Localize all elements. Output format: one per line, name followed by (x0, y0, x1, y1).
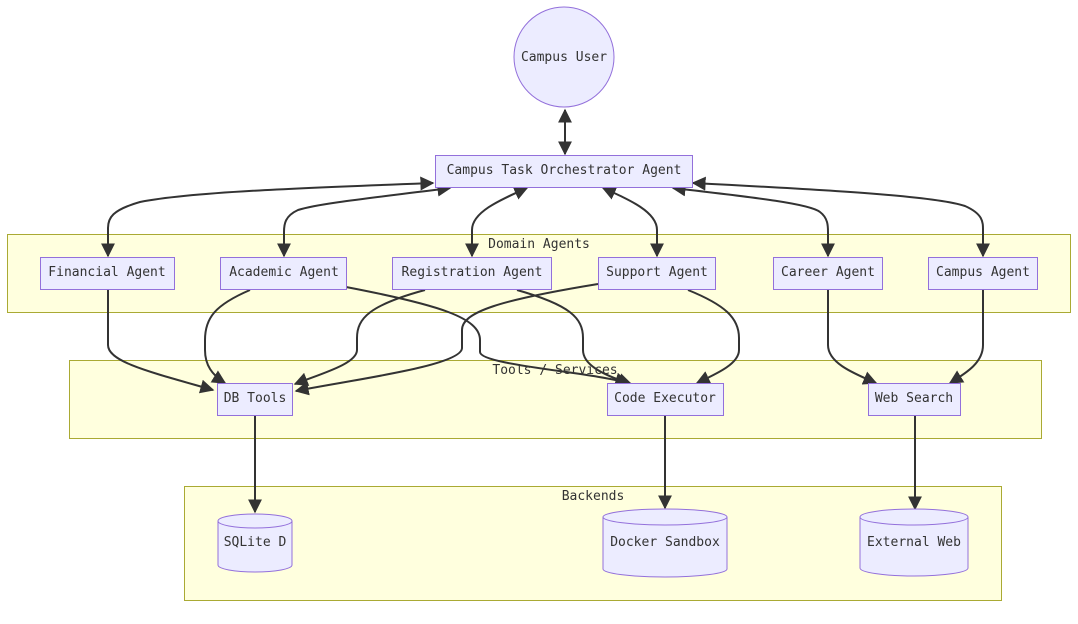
cluster-label-backends: Backends (562, 489, 625, 504)
node-label: DB Tools (224, 391, 287, 406)
node-label: Academic Agent (229, 265, 339, 280)
node-academic-agent[interactable]: Academic Agent (220, 257, 347, 290)
node-sqlite-db[interactable]: SQLite D (217, 513, 293, 573)
node-label: External Web (867, 535, 961, 550)
node-code-executor[interactable]: Code Executor (607, 383, 724, 416)
node-label: Docker Sandbox (610, 535, 720, 550)
edge-orchestrator-registration (465, 186, 529, 258)
edge-orchestrator-academic (277, 182, 452, 258)
edge-support-codeexecutor (687, 289, 740, 384)
edge-career-websearch (827, 290, 878, 385)
node-db-tools[interactable]: DB Tools (217, 383, 293, 416)
node-label: Career Agent (781, 265, 875, 280)
node-label: Support Agent (606, 265, 708, 280)
edge-academic-dbtools (204, 289, 251, 384)
node-label: Financial Agent (48, 265, 165, 280)
node-orchestrator[interactable]: Campus Task Orchestrator Agent (435, 155, 693, 188)
node-financial-agent[interactable]: Financial Agent (40, 257, 175, 290)
node-external-web[interactable]: External Web (859, 508, 969, 577)
edges (101, 108, 990, 514)
node-web-search[interactable]: Web Search (868, 383, 961, 416)
node-label: Campus User (521, 50, 607, 65)
edge-financial-dbtools (107, 290, 215, 394)
node-registration-agent[interactable]: Registration Agent (392, 257, 552, 290)
node-label: Code Executor (614, 391, 716, 406)
node-support-agent[interactable]: Support Agent (598, 257, 716, 290)
node-label: Campus Agent (936, 265, 1030, 280)
node-docker-sandbox[interactable]: Docker Sandbox (602, 508, 728, 578)
edge-orchestrator-campus (691, 176, 990, 258)
edge-academic-codeexecutor (345, 286, 630, 387)
node-career-agent[interactable]: Career Agent (773, 257, 883, 290)
node-label: Registration Agent (402, 265, 543, 280)
node-label: Web Search (875, 391, 953, 406)
node-campus-agent[interactable]: Campus Agent (928, 257, 1038, 290)
node-label: Campus Task Orchestrator Agent (447, 163, 682, 178)
edge-support-dbtools (294, 283, 599, 396)
cluster-label-domain-agents: Domain Agents (488, 237, 590, 252)
edge-orchestrator-support (601, 186, 664, 258)
node-label: SQLite D (224, 535, 287, 550)
edge-registration-dbtools (293, 289, 426, 386)
edge-registration-codeexecutor (516, 289, 633, 387)
edge-campus-websearch (948, 290, 984, 384)
node-campus-user[interactable]: Campus User (513, 6, 615, 108)
